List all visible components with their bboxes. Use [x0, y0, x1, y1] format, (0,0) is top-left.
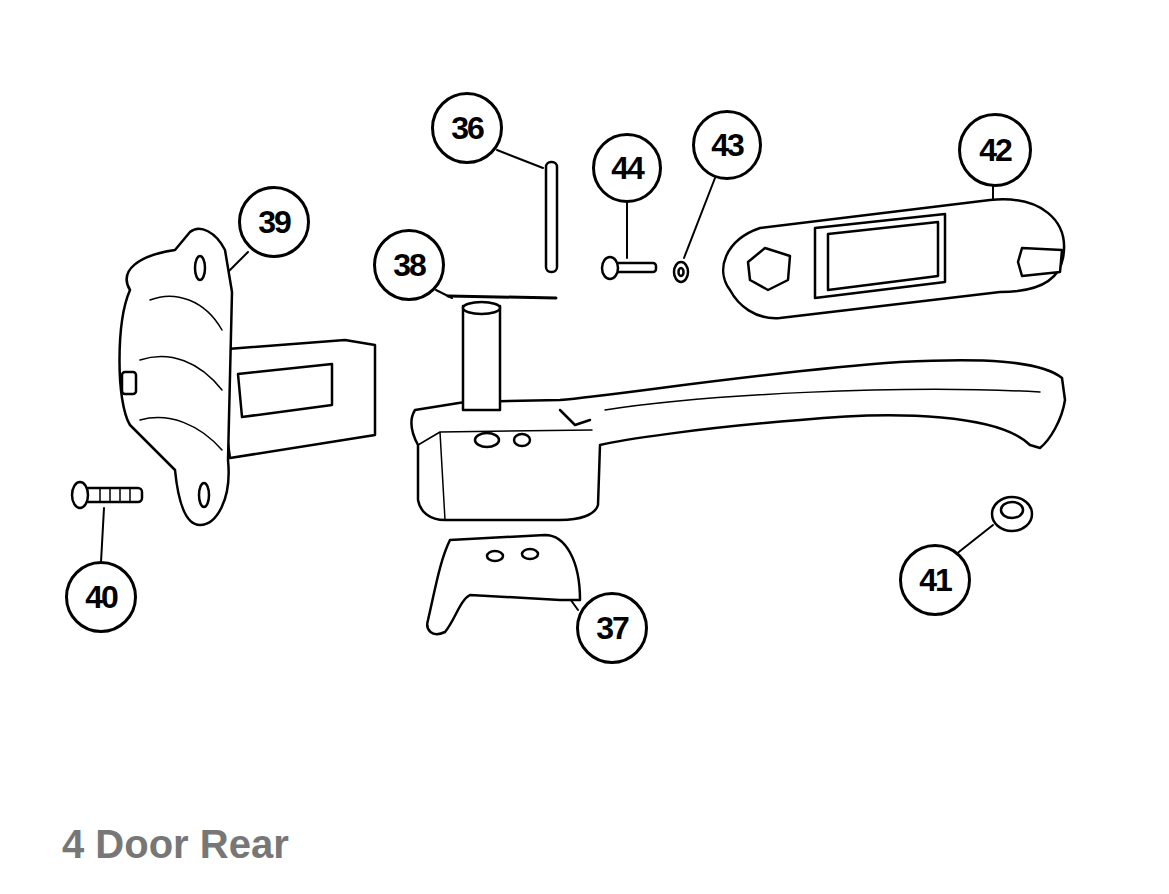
lock-plate — [427, 535, 580, 634]
cap — [992, 497, 1032, 531]
callout-number: 43 — [692, 110, 762, 180]
lever-handle — [412, 360, 1065, 520]
spring-pin — [448, 296, 556, 410]
callout-number: 40 — [65, 561, 137, 633]
hinge-bracket — [120, 229, 376, 525]
callout-number: 44 — [592, 133, 662, 203]
callout-number: 36 — [431, 92, 503, 164]
screw — [72, 482, 142, 508]
callout-number: 38 — [373, 229, 445, 301]
callout-number: 41 — [899, 544, 971, 616]
callout-number: 39 — [238, 186, 310, 258]
caption: 4 Door Rear — [62, 822, 289, 867]
callout-number: 42 — [958, 113, 1032, 187]
washer — [674, 262, 688, 282]
screw — [602, 257, 656, 279]
callout-number: 37 — [576, 592, 648, 664]
pin — [546, 162, 557, 272]
escutcheon — [723, 199, 1064, 318]
